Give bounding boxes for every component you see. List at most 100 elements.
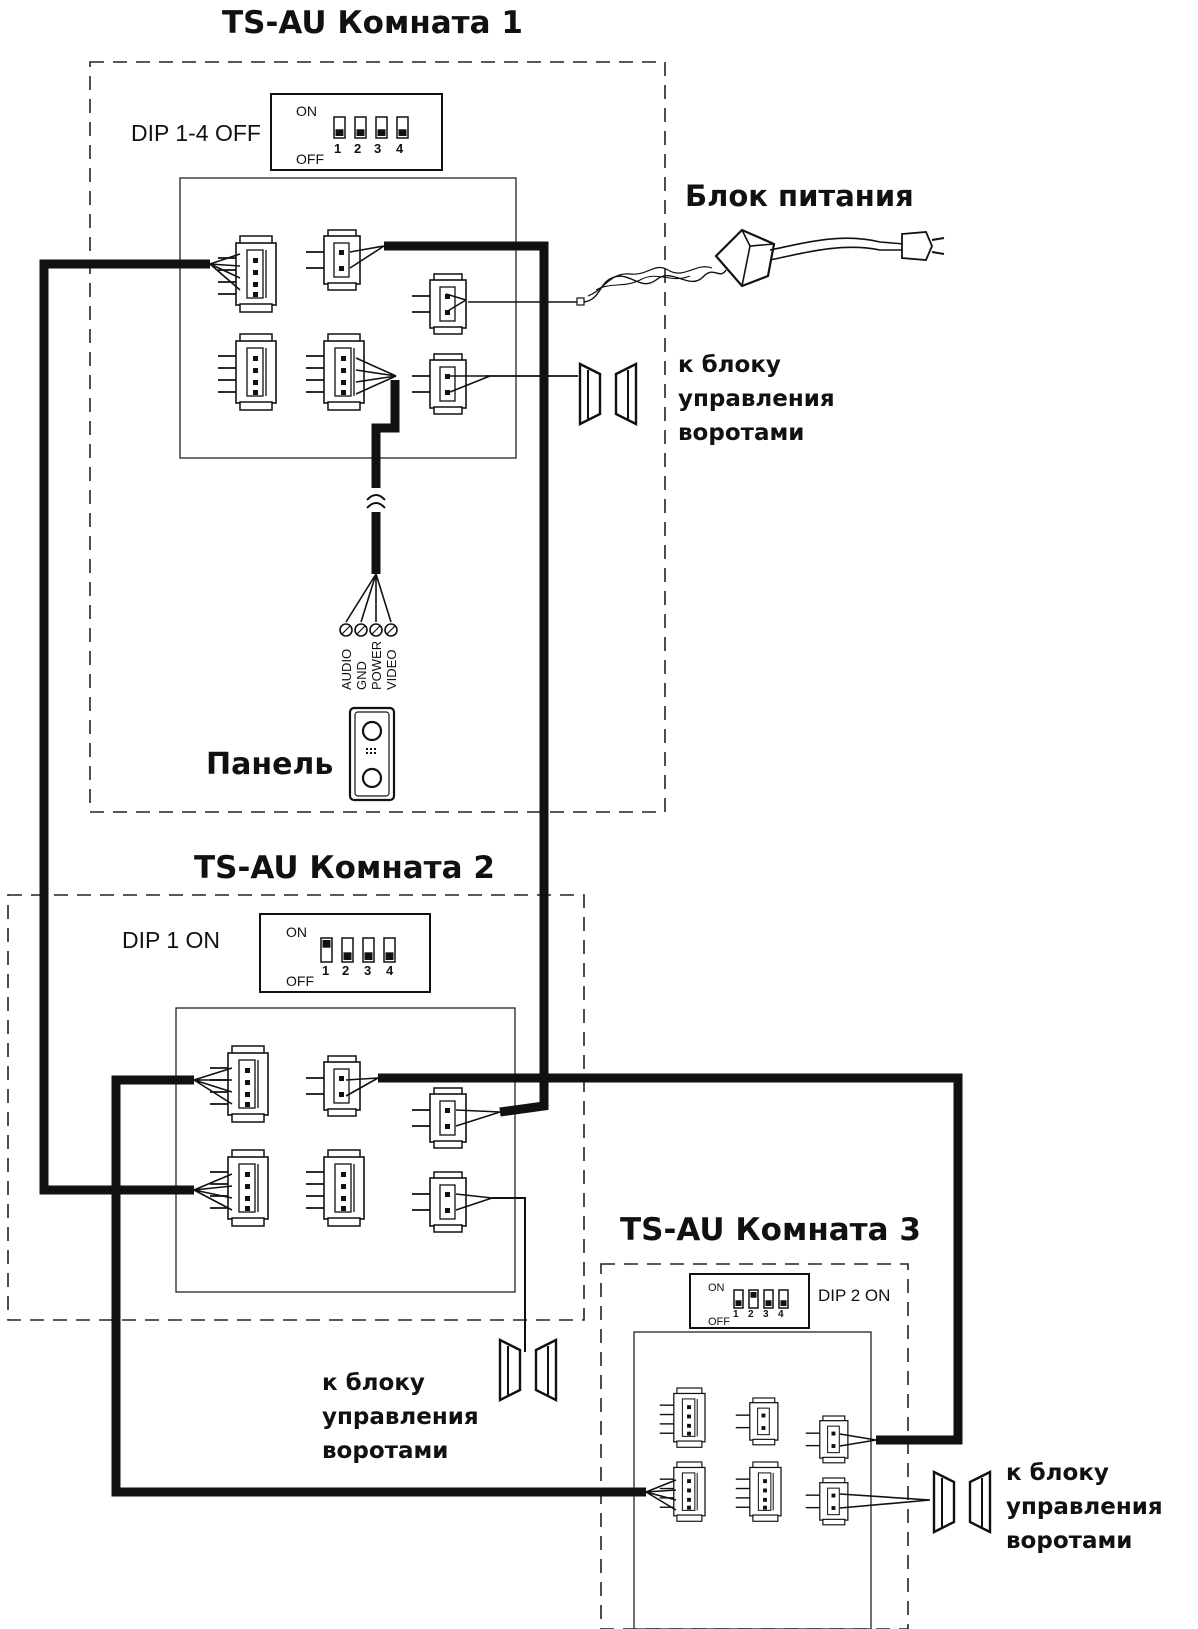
dip-toggle <box>320 937 333 963</box>
dip-num: 2 <box>354 141 361 156</box>
room3-border <box>600 1263 909 1629</box>
connector <box>305 229 361 291</box>
connector <box>659 1461 706 1522</box>
dip-toggle-knob <box>750 1292 757 1298</box>
dip-on-label: ON <box>296 103 317 119</box>
dip-num: 4 <box>778 1309 784 1320</box>
connector <box>305 1055 361 1117</box>
dip-num: 1 <box>733 1309 739 1320</box>
gate3-label-line3: воротами <box>1006 1528 1132 1554</box>
wire-fan <box>445 293 467 313</box>
wire-fan <box>645 1479 677 1511</box>
bus-cable-room1-room2-right <box>384 241 549 1117</box>
room2-board <box>175 1007 516 1293</box>
dip-toggle-knob <box>356 129 365 136</box>
dip-off-label: OFF <box>296 151 324 167</box>
gate1-label-line3: воротами <box>678 420 804 446</box>
wire-fan <box>455 1193 493 1211</box>
terminal-video-label: VIDEO <box>384 650 399 690</box>
power-adapter-icon <box>468 228 945 306</box>
gate3-label-line2: управления <box>1006 1494 1163 1520</box>
connector <box>305 333 365 411</box>
panel-terminals <box>339 623 398 637</box>
wire-fan <box>839 1493 931 1509</box>
room2-border <box>7 894 585 1321</box>
gate-icon <box>498 1338 558 1402</box>
panel-wires <box>345 573 392 623</box>
dip-toggle-knob <box>377 129 386 136</box>
gate2-label-line2: управления <box>322 1404 479 1430</box>
connector <box>217 333 277 411</box>
connector <box>659 1387 706 1448</box>
door-panel-icon <box>348 706 396 802</box>
dip-toggle <box>733 1289 744 1309</box>
dip-switch-bank <box>320 937 396 963</box>
dip-num: 4 <box>386 963 394 978</box>
connector <box>735 1461 782 1522</box>
connector <box>805 1477 849 1526</box>
connector <box>305 1149 365 1227</box>
dip-on-label: ON <box>708 1282 725 1294</box>
connector <box>217 235 277 313</box>
dip-toggle-knob <box>385 952 394 960</box>
connector <box>411 1087 467 1149</box>
wire-fan <box>345 1077 379 1097</box>
dip-toggle-knob <box>765 1300 772 1306</box>
gate-icon <box>578 362 638 426</box>
dip-toggle <box>333 116 346 139</box>
dip-on-label: ON <box>286 924 307 940</box>
room3-board <box>633 1331 872 1629</box>
dip-toggle-knob <box>398 129 407 136</box>
room2-dip-switch: ON OFF 1 2 3 4 <box>259 913 431 993</box>
wire-fan <box>355 357 397 395</box>
dip-toggle-knob <box>343 952 352 960</box>
gate1-label-line2: управления <box>678 386 835 412</box>
panel-label: Панель <box>206 747 333 782</box>
power-supply-label: Блок питания <box>685 179 914 213</box>
room1-dip-switch: ON OFF 1 2 3 4 <box>270 93 443 171</box>
room1-board <box>179 177 517 459</box>
wire-fan <box>193 1067 233 1105</box>
dip-toggle <box>396 116 409 139</box>
dip-toggle <box>778 1289 789 1309</box>
dip-toggle <box>763 1289 774 1309</box>
wire-fan <box>455 1109 501 1127</box>
dip-num: 2 <box>342 963 349 978</box>
wire-fan <box>349 245 385 269</box>
wire-fan <box>449 375 491 393</box>
room3-title: TS-AU Комната 3 <box>620 1212 921 1248</box>
dip-num: 2 <box>748 1309 754 1320</box>
wire-fan <box>839 1433 877 1447</box>
dip-toggle <box>354 116 367 139</box>
dip-num: 4 <box>396 141 404 156</box>
room3-dip-label: DIP 2 ON <box>818 1286 890 1305</box>
dip-toggle <box>362 937 375 963</box>
dip-toggle-knob <box>364 952 373 960</box>
gate3-label-line1: к блоку <box>1006 1460 1109 1486</box>
dip-toggle <box>375 116 388 139</box>
panel-cable <box>371 380 400 488</box>
dip-switch-bank <box>333 116 409 139</box>
terminal-power-label: POWER <box>369 641 384 690</box>
connector <box>805 1415 849 1464</box>
bus-cable-room1-room2-left <box>39 259 210 1195</box>
terminal-audio-label: AUDIO <box>339 649 354 690</box>
connector <box>411 1171 467 1233</box>
wire-fan <box>209 253 241 291</box>
wire-fan <box>193 1173 233 1211</box>
dip-num: 3 <box>763 1309 769 1320</box>
dip-num: 1 <box>334 141 341 156</box>
room2-title: TS-AU Комната 2 <box>194 850 495 886</box>
room2-dip-label: DIP 1 ON <box>122 927 220 953</box>
bus-cable-room2-room3-bottom <box>111 1075 646 1497</box>
gate2-wire <box>492 1197 526 1352</box>
gate2-label-line3: воротами <box>322 1438 448 1464</box>
terminal-gnd-label: GND <box>354 661 369 690</box>
dip-num: 3 <box>374 141 381 156</box>
room3-dip-switch: ON OFF 1 2 3 4 <box>689 1273 810 1329</box>
dip-toggle-knob <box>335 129 344 136</box>
dip-toggle-knob <box>780 1300 787 1306</box>
bus-cable-room2-room3-right <box>378 1073 963 1445</box>
connector <box>411 353 467 415</box>
